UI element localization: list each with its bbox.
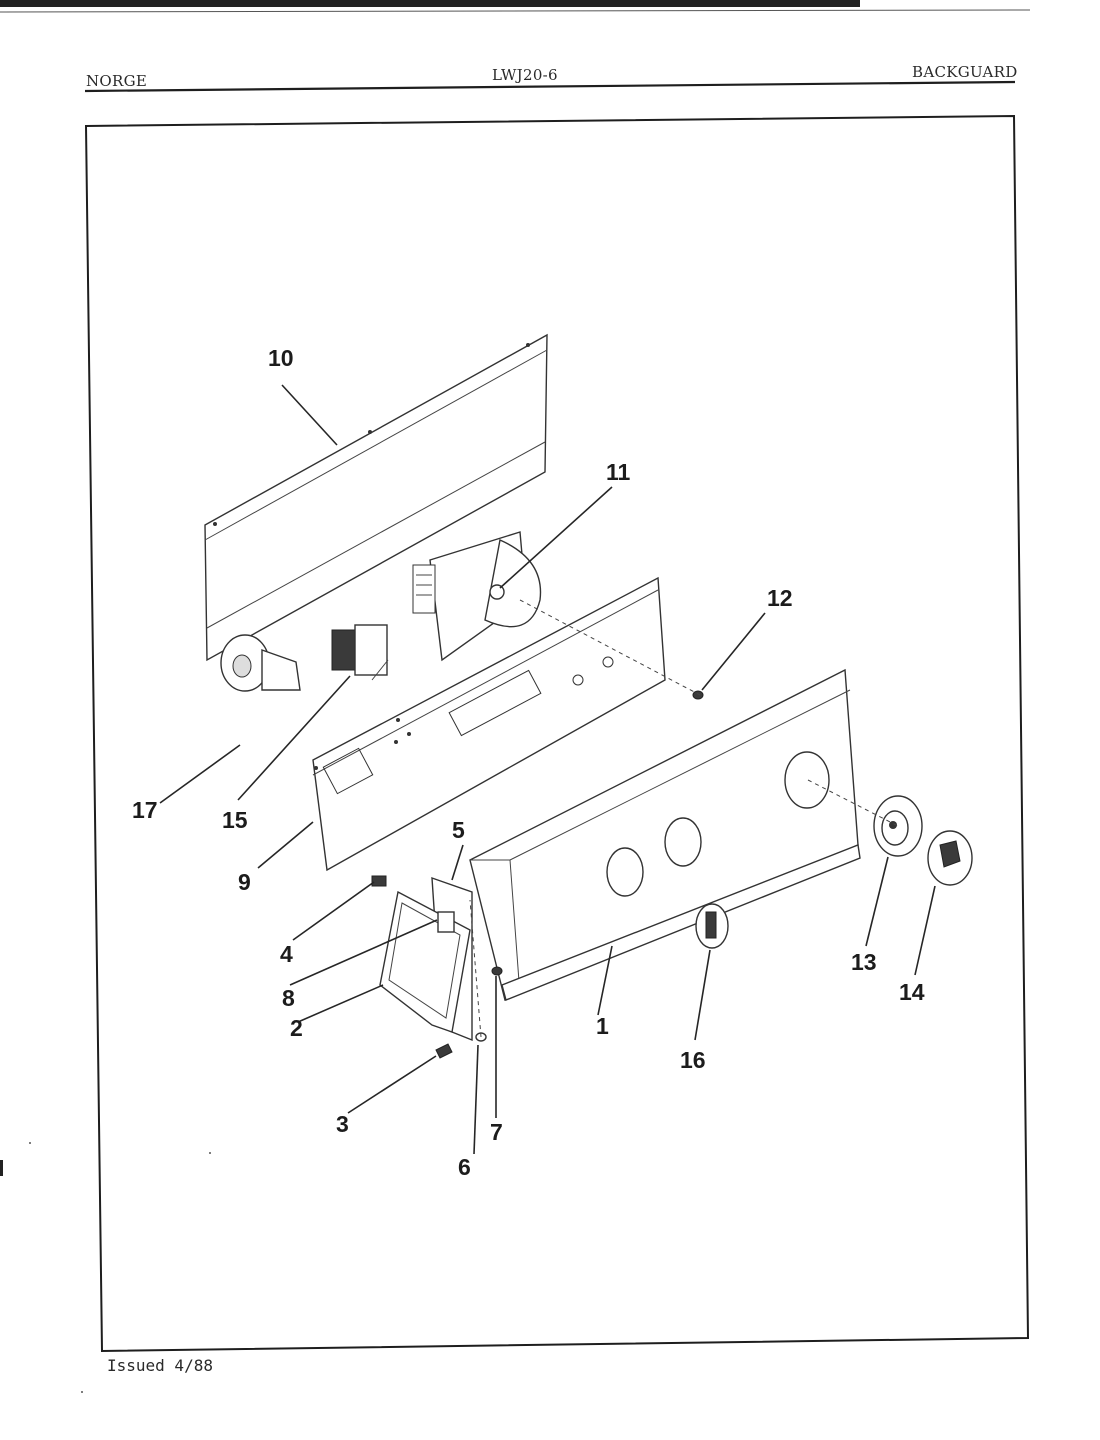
- issued-date: Issued 4/88: [107, 1356, 213, 1375]
- callout-9: 9: [238, 869, 251, 895]
- brand-label: NORGE: [86, 72, 148, 90]
- part-3-clip: [435, 1043, 453, 1059]
- page-top-rule: [0, 0, 1031, 93]
- part-4-clip: [371, 875, 387, 887]
- callout-11: 11: [606, 459, 631, 485]
- callout-16: 16: [680, 1047, 706, 1073]
- model-label: LWJ20-6: [492, 66, 558, 84]
- callout-8: 8: [282, 985, 295, 1011]
- scan-specks: [0, 1142, 211, 1393]
- callout-14: 14: [899, 979, 925, 1005]
- diagram-frame: [84, 114, 1030, 1353]
- callout-10: 10: [268, 345, 294, 371]
- part-1-console: [469, 668, 861, 1001]
- section-label: BACKGUARD: [912, 63, 1018, 81]
- callout-17: 17: [132, 797, 158, 823]
- part-7-screw: [491, 966, 503, 976]
- callout-13: 13: [851, 949, 877, 975]
- callout-1: 1: [596, 1013, 609, 1039]
- callout-6: 6: [458, 1154, 471, 1180]
- part-10-top-panel: [204, 333, 548, 662]
- part-14-knob: [927, 830, 973, 886]
- part-15-switch: [331, 624, 389, 681]
- leader-lines: [159, 384, 936, 1155]
- part-12-screw: [692, 690, 704, 700]
- callout-15: 15: [222, 807, 248, 833]
- callout-3: 3: [336, 1111, 349, 1137]
- part-8-socket: [437, 911, 455, 933]
- callout-2: 2: [290, 1015, 303, 1041]
- callout-4: 4: [280, 941, 293, 967]
- callout-labels: 1 2 3 4 5 6 7 8 9 10 11 12 13 14 15 16 1…: [132, 345, 925, 1180]
- part-11-timer: [412, 531, 542, 662]
- callout-7: 7: [490, 1119, 503, 1145]
- part-17-pressure-switch: [220, 634, 301, 692]
- assembly-guide-lines: [469, 599, 899, 1038]
- part-16-knob: [695, 903, 729, 949]
- part-13-skirt: [873, 795, 923, 857]
- callout-5: 5: [452, 817, 465, 843]
- part-9-control-panel: [312, 576, 666, 872]
- callout-12: 12: [767, 585, 793, 611]
